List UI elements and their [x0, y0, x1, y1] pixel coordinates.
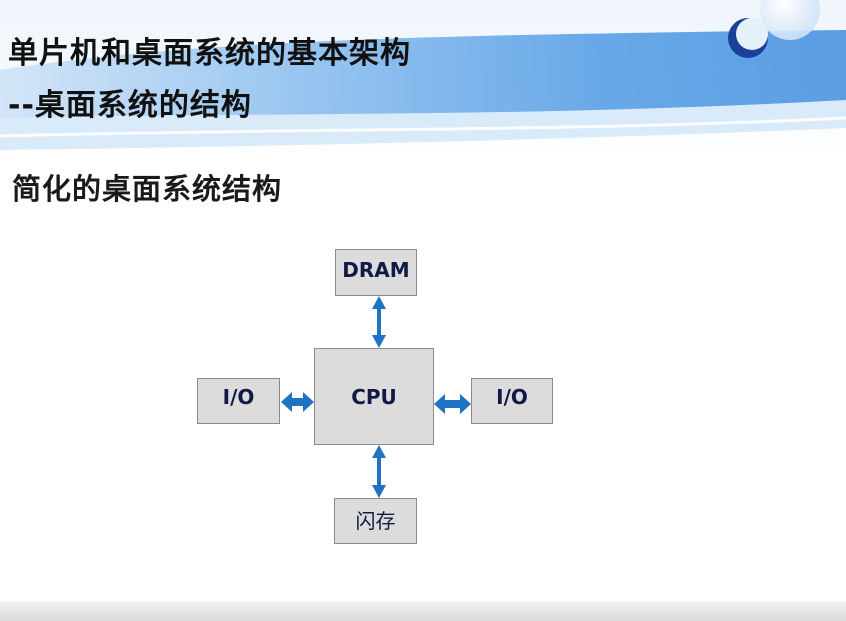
node-io-left-label: I/O: [222, 385, 255, 409]
arrow-cpu-io-right: [434, 394, 471, 414]
node-cpu: CPU: [314, 348, 434, 445]
node-io-right: I/O: [471, 378, 553, 424]
node-cpu-label: CPU: [351, 384, 397, 409]
header-banner: [0, 0, 846, 160]
node-flash: 闪存: [334, 498, 417, 544]
node-flash-label: 闪存: [355, 509, 396, 533]
arrow-cpu-dram: [372, 296, 386, 348]
node-io-right-label: I/O: [496, 385, 528, 409]
section-subtitle: 简化的桌面系统结构: [12, 172, 283, 206]
node-io-left: I/O: [197, 378, 280, 424]
page-title-line-2: --桌面系统的结构: [8, 88, 252, 123]
page-title-line-1: 单片机和桌面系统的基本架构: [8, 36, 411, 71]
node-dram-label: DRAM: [342, 258, 410, 282]
footer-bar: [0, 601, 846, 621]
arrow-cpu-flash: [372, 445, 386, 498]
node-dram: DRAM: [335, 249, 417, 296]
arrow-cpu-io-left: [281, 392, 314, 412]
